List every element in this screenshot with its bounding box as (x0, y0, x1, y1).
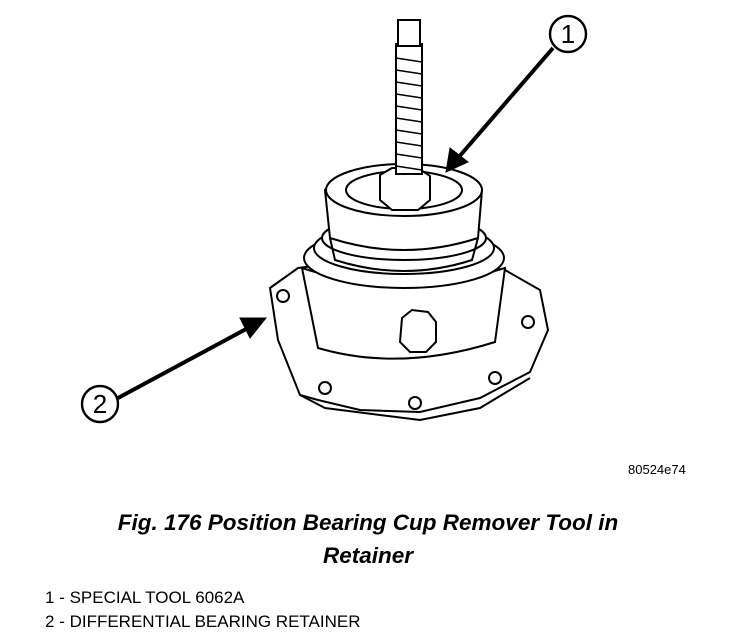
callout-1: 1 (560, 19, 576, 49)
legend-separator: - (54, 588, 70, 607)
legend-text: SPECIAL TOOL 6062A (69, 588, 245, 607)
legend-number: 2 (45, 612, 55, 631)
legend-number: 1 (45, 588, 55, 607)
figure-code: 80524e74 (628, 462, 686, 477)
technical-illustration: 1 2 (80, 14, 588, 424)
caption-line-1: Fig. 176 Position Bearing Cup Remover To… (117, 510, 619, 535)
legend-item: 1 - SPECIAL TOOL 6062A (45, 586, 361, 610)
legend-item: 2 - DIFFERENTIAL BEARING RETAINER (45, 610, 361, 634)
legend-list: 1 - SPECIAL TOOL 6062A 2 - DIFFERENTIAL … (45, 586, 361, 634)
figure-caption: Fig. 176 Position Bearing Cup Remover To… (0, 506, 736, 572)
legend-text: DIFFERENTIAL BEARING RETAINER (69, 612, 361, 631)
legend-separator: - (54, 612, 70, 631)
caption-line-2: Retainer (322, 543, 414, 568)
bearing-tool-drawing (80, 14, 588, 424)
callout-2: 2 (92, 389, 108, 419)
